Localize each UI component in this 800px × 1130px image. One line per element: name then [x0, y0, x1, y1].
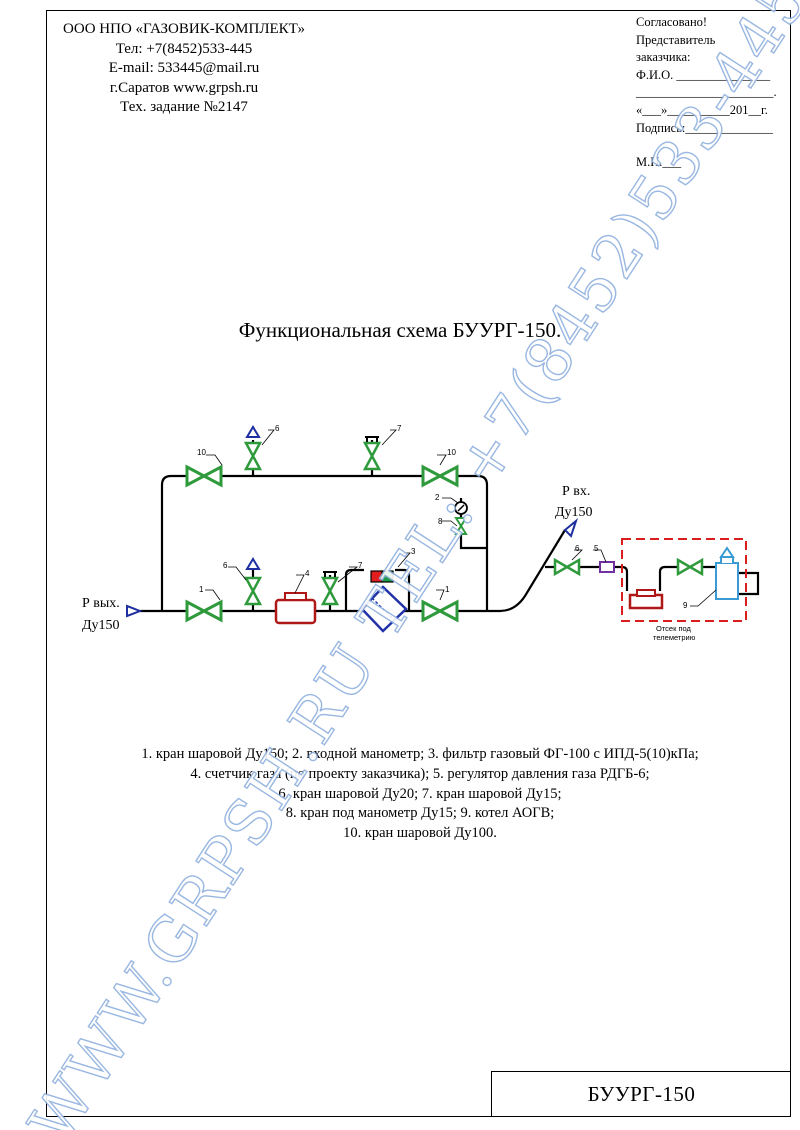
outlet-arrow: [126, 604, 143, 618]
gauge-valve-8: [454, 517, 468, 535]
ball-valve-6c: [553, 558, 581, 576]
ball-valve-boiler: [676, 558, 704, 576]
label-8: 8: [438, 517, 443, 526]
legend-line: 1. кран шаровой Ду150; 2. входной маноме…: [141, 746, 699, 762]
approval-line: ______________________.: [636, 85, 777, 100]
ball-valve-1a: [185, 600, 223, 622]
compartment-label-2: телеметрию: [653, 633, 696, 642]
inlet-dn: Ду150: [555, 505, 593, 520]
approval-line: «___»__________201__г.: [636, 102, 768, 117]
vent-cap-6b: [246, 558, 260, 570]
label-6a: 6: [275, 424, 280, 433]
outlet-label: Р вых.: [82, 596, 120, 611]
label-6c: 6: [575, 544, 580, 553]
company-email: E-mail: 533445@mail.ru: [108, 60, 260, 76]
legend: 1. кран шаровой Ду150; 2. входной маноме…: [50, 745, 790, 844]
filter-bypass-branch: [395, 568, 411, 611]
pressure-regulator-icon: [599, 561, 615, 573]
inlet-arrow: [563, 518, 579, 538]
telemetry-box-icon: [628, 589, 664, 610]
label-1a: 1: [199, 585, 204, 594]
approval-line: Согласовано!: [636, 15, 708, 29]
vent-valve-6a: [244, 441, 262, 471]
approval-line: Подпись:______________: [636, 120, 773, 135]
label-9: 9: [683, 601, 688, 610]
outlet-dn: Ду150: [82, 618, 120, 633]
ball-valve-10a: [185, 465, 223, 487]
legend-line: 8. кран под манометр Ду15; 9. котел АОГВ…: [285, 805, 555, 822]
approval-line: заказчика:: [636, 50, 691, 65]
boiler-feed: [658, 565, 716, 591]
approval-block: Согласовано! Представитель заказчика: Ф.…: [636, 14, 786, 172]
leader-lines: [205, 429, 717, 607]
company-name: ООО НПО «ГАЗОВИК-КОМПЛЕКТ»: [63, 21, 305, 37]
spec-number: Тех. задание №2147: [120, 99, 248, 115]
title-stamp: БУУРГ-150: [491, 1071, 791, 1117]
telemetry-compartment: [621, 538, 747, 622]
company-site: г.Саратов www.grpsh.ru: [109, 79, 259, 96]
approval-seal: М.П.___: [636, 155, 682, 170]
company-phone: Тел: +7(8452)533-445: [115, 40, 253, 57]
inlet-label: Р вх.: [562, 484, 590, 499]
label-1b: 1: [445, 585, 450, 594]
label-3: 3: [411, 547, 416, 556]
label-5: 5: [594, 544, 599, 553]
stamp-text: БУУРГ-150: [587, 1082, 696, 1106]
valve-7a: [363, 441, 381, 471]
label-2: 2: [435, 493, 440, 502]
label-4: 4: [305, 569, 310, 578]
filter-bypass-branch: [344, 568, 364, 611]
sheet-frame: [46, 10, 791, 1117]
legend-line: 10. кран шаровой Ду100.: [343, 825, 497, 842]
bypass-loop: [160, 474, 489, 611]
approval-line: Ф.И.О. _______________: [636, 67, 771, 82]
gas-meter-icon: [274, 592, 317, 625]
label-6b: 6: [223, 561, 228, 570]
boiler-icon: [715, 546, 739, 600]
approval-line: Представитель: [636, 32, 716, 47]
compartment-label-1: Отсек под: [656, 624, 692, 633]
label-7a: 7: [397, 424, 402, 433]
label-10a: 10: [197, 448, 206, 457]
label-10b: 10: [447, 448, 456, 457]
gas-filter-icon: [360, 570, 408, 633]
diagram-title: Функциональная схема БУУРГ-150.: [238, 318, 562, 342]
vent-valve-6b: [244, 576, 262, 606]
label-7b: 7: [358, 561, 363, 570]
legend-line: 4. счетчик газа (по проекту заказчика); …: [190, 765, 650, 782]
vent-cap-6a: [246, 426, 260, 438]
chimney: [738, 571, 760, 596]
valve-7b: [321, 576, 339, 606]
company-header: ООО НПО «ГАЗОВИК-КОМПЛЕКТ» Тел: +7(8452)…: [48, 20, 320, 118]
legend-line: 6. кран шаровой Ду20; 7. кран шаровой Ду…: [278, 785, 562, 802]
inlet-line: [487, 529, 566, 613]
